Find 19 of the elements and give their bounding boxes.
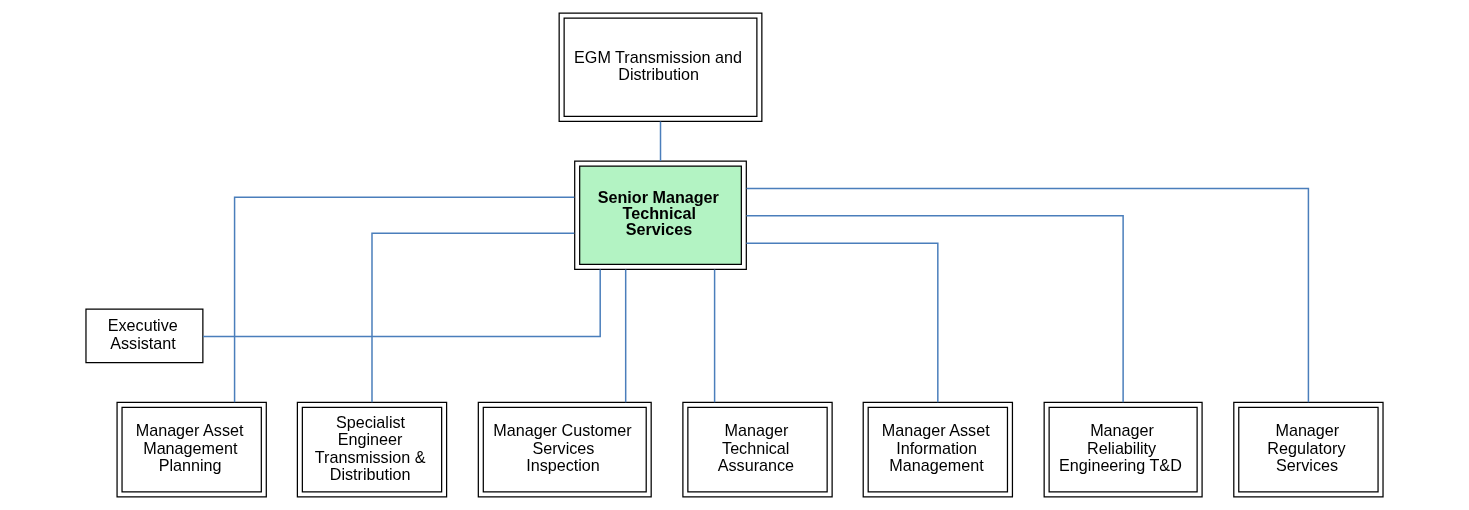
connector: [713, 268, 716, 404]
node-box: Specialist Engineer Transmission & Distribution: [296, 401, 448, 498]
node-box: Executive Assistant: [85, 308, 204, 364]
node-box: Manager Asset Management Planning: [116, 401, 267, 498]
connector: [371, 232, 576, 403]
node-box: Senior Manager Technical Services: [574, 160, 747, 270]
connector: [745, 242, 939, 403]
node-box: EGM Transmission and Distribution: [558, 12, 763, 122]
node-box: Manager Technical Assurance: [682, 401, 833, 498]
connector: [233, 196, 576, 403]
node-box: Manager Regulatory Services: [1233, 401, 1384, 498]
connector: [202, 268, 601, 338]
connector: [659, 120, 662, 162]
node-box: Manager Customer Services Inspection: [477, 401, 652, 498]
connector: [745, 215, 1124, 404]
node-box: Manager Reliability Engineering T&D: [1043, 401, 1203, 498]
connector: [745, 187, 1310, 404]
node-box: Manager Asset Information Management: [862, 401, 1014, 498]
connector: [624, 268, 627, 404]
